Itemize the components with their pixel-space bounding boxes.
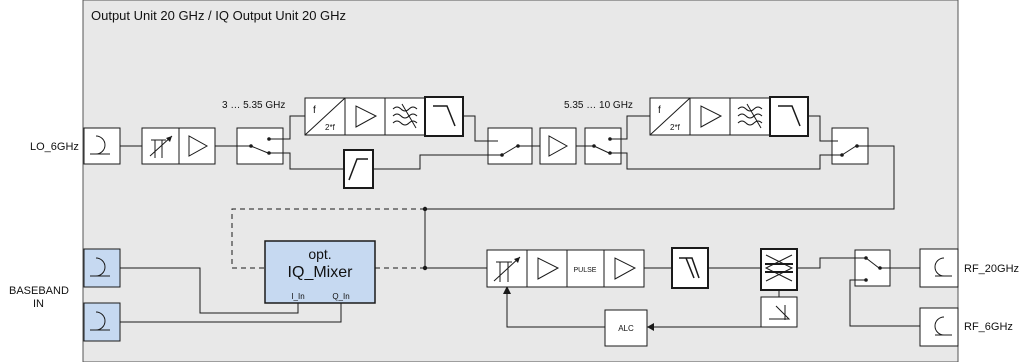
iq-mixer: opt. IQ_Mixer I_In Q_In xyxy=(264,240,376,304)
lo-switch-3 xyxy=(584,127,622,165)
lo-port[interactable] xyxy=(83,127,121,165)
lowpass-filter-1 xyxy=(424,96,464,137)
bandpass-filter-2 xyxy=(729,97,771,136)
iq-mixer-line2: IQ_Mixer xyxy=(288,264,354,281)
range-label-high: 5.35 … 10 GHz xyxy=(564,100,633,111)
rf-6ghz-port[interactable] xyxy=(919,307,959,347)
baseband-label-line1: BASEBAND xyxy=(9,285,69,297)
pulse-label: PULSE xyxy=(574,267,597,274)
amplifier-upper-2 xyxy=(689,97,731,136)
svg-text:2*f: 2*f xyxy=(670,123,681,132)
unit-panel xyxy=(82,0,959,362)
iq-mixer-q-in: Q_In xyxy=(332,292,349,301)
lo-amplifier xyxy=(178,127,216,165)
directional-coupler xyxy=(760,248,798,291)
amplifier-upper-1 xyxy=(344,97,386,136)
baseband-port-q[interactable] xyxy=(83,302,121,342)
pulse-modulator: PULSE xyxy=(566,249,605,288)
baseband-port-i[interactable] xyxy=(83,248,121,288)
iq-mixer-i-in: I_In xyxy=(291,292,304,301)
alc-block: ALC xyxy=(604,309,648,347)
baseband-label-line2: IN xyxy=(33,298,44,310)
frequency-doubler-2: f 2*f xyxy=(649,97,691,136)
svg-text:f: f xyxy=(313,105,316,116)
power-detector xyxy=(760,296,798,328)
lo-switch-4 xyxy=(831,127,869,165)
lo-amplifier-2 xyxy=(539,127,577,165)
lo-attenuator xyxy=(141,127,180,165)
alc-label: ALC xyxy=(618,324,634,333)
junction-dot xyxy=(422,206,428,212)
lo-port-label: LO_6GHz xyxy=(30,141,79,153)
rf-attenuator xyxy=(486,249,528,288)
lo-switch-2 xyxy=(487,127,533,165)
frequency-doubler-1: f 2*f xyxy=(304,97,346,136)
rf-amplifier-1 xyxy=(526,249,568,288)
lowpass-filter-2 xyxy=(769,96,809,137)
output-switch xyxy=(854,249,891,287)
svg-text:f: f xyxy=(658,105,661,116)
unit-title: Output Unit 20 GHz / IQ Output Unit 20 G… xyxy=(91,8,346,23)
signal-wires xyxy=(120,115,920,328)
attenuator-control-arrowhead xyxy=(503,286,511,294)
svg-text:2*f: 2*f xyxy=(325,123,336,132)
iq-mixer-line1: opt. xyxy=(308,246,331,262)
rf-lowpass-filter xyxy=(671,247,709,289)
rf-6ghz-label: RF_6GHz xyxy=(964,321,1013,333)
bandpass-filter-1 xyxy=(384,97,426,136)
alc-arrowhead xyxy=(647,323,654,331)
rf-amplifier-2 xyxy=(603,249,645,288)
junction-dot xyxy=(422,265,428,271)
rf-20ghz-label: RF_20GHz xyxy=(964,263,1019,275)
rf-20ghz-port[interactable] xyxy=(919,248,959,288)
range-label-low: 3 … 5.35 GHz xyxy=(222,100,285,111)
highpass-filter xyxy=(343,149,374,189)
lo-switch-1 xyxy=(236,127,284,165)
